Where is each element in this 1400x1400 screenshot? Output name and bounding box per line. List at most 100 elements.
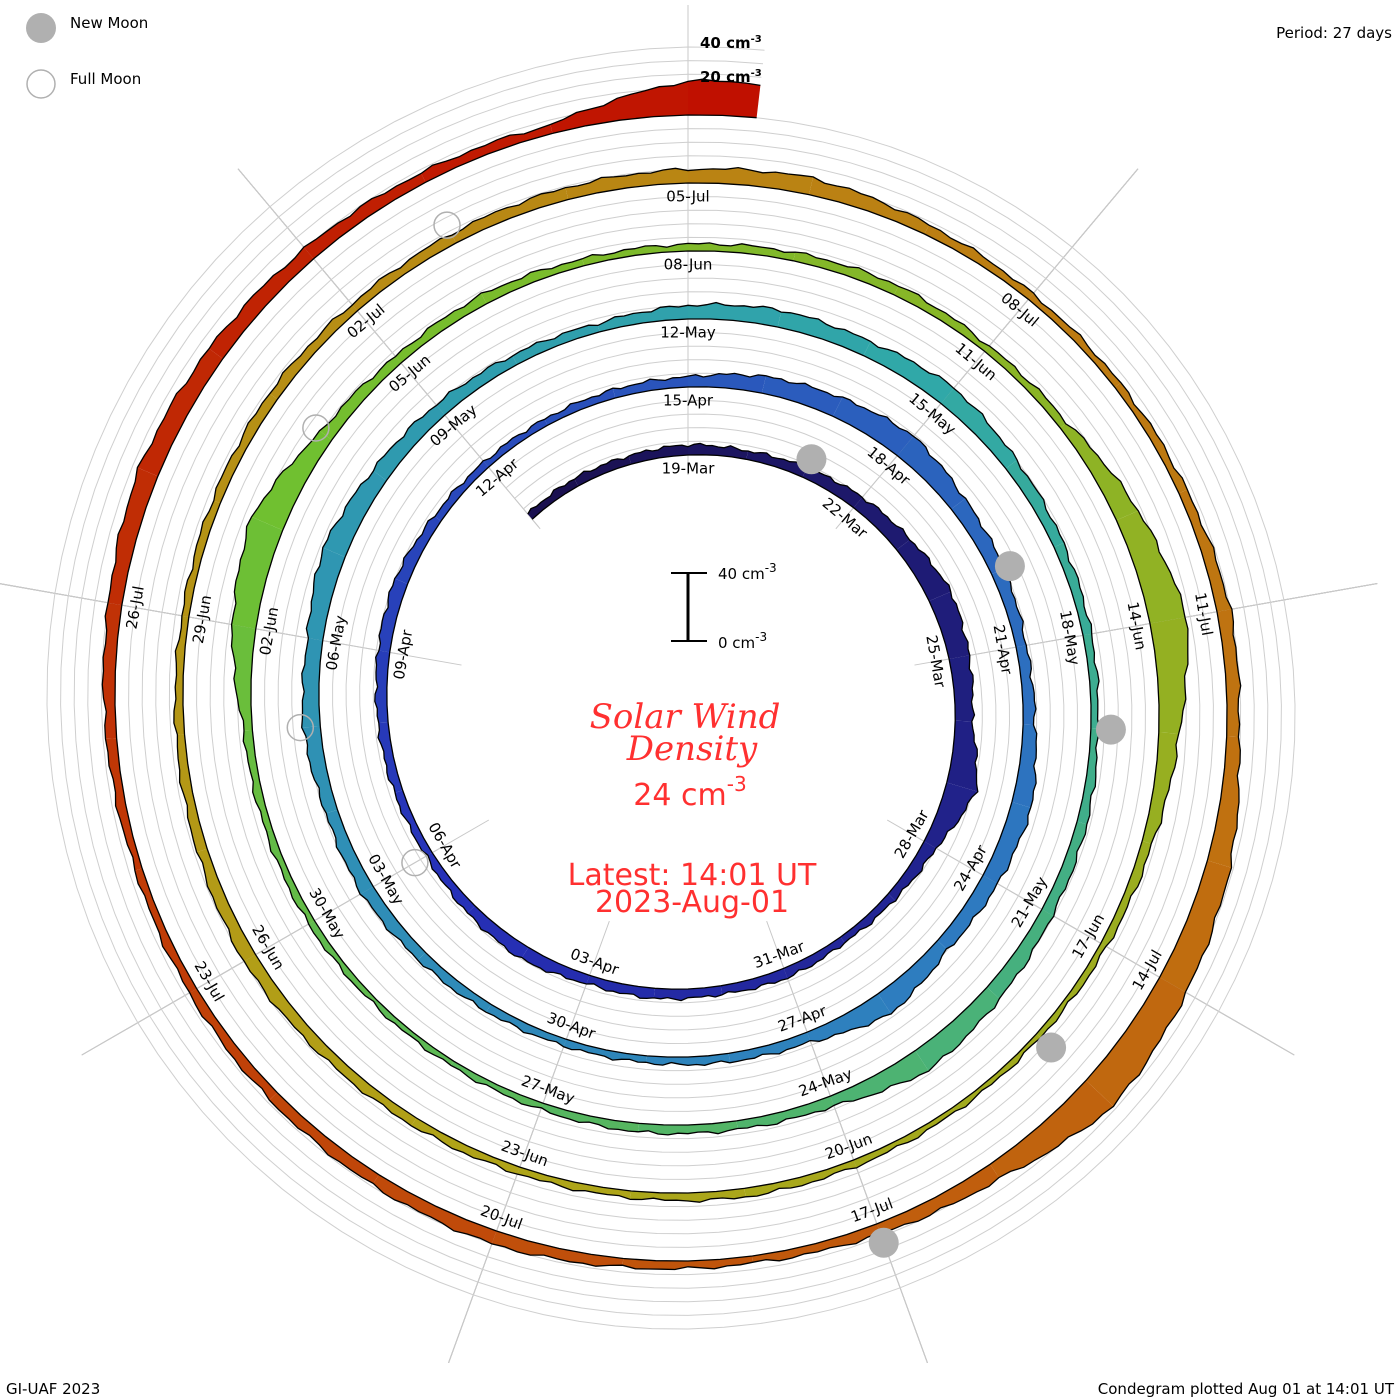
density-bar-day-46 [417, 952, 492, 1013]
density-bar-day-69 [736, 1096, 834, 1129]
latest-date: 2023-Aug-01 [595, 885, 789, 920]
density-bar-day-106 [213, 393, 278, 504]
density-bar-day-2 [629, 445, 688, 465]
density-bar-day-25 [394, 516, 441, 584]
density-bar-day-43 [646, 1053, 730, 1066]
density-bar-day-49 [301, 726, 338, 814]
density-bar-day-113 [924, 225, 1034, 300]
density-bar-day-13 [840, 893, 896, 943]
density-bar-day-108 [352, 235, 456, 311]
density-bar-day-28 [544, 388, 616, 426]
density-bar-day-114 [1028, 293, 1121, 388]
new-moon-icon [1036, 1032, 1067, 1063]
density-bar-day-73 [373, 999, 454, 1066]
density-bar-day-17 [586, 975, 655, 999]
density-bar-day-80 [319, 356, 401, 440]
date-label: 15-Apr [663, 392, 714, 410]
new-moon-icon [868, 1227, 899, 1258]
density-bar-day-14 [783, 937, 845, 979]
density-bar-day-11 [924, 782, 978, 849]
density-bar-day-89 [1116, 510, 1185, 624]
density-bar-day-29 [612, 376, 688, 398]
radial-spoke [237, 168, 365, 319]
density-bar-day-116 [1178, 489, 1232, 612]
density-bar-day-52 [322, 470, 387, 558]
full-moon-icon [302, 414, 330, 442]
scale-bottom-label: 0 cm-3 [718, 630, 767, 652]
moon-markers [286, 211, 1126, 1258]
density-bar-day-47 [360, 886, 426, 961]
density-bar-day-60 [941, 388, 1018, 469]
density-bar-day-0 [527, 479, 579, 520]
density-bar-day-137 [550, 81, 688, 134]
radial-spoke [1021, 168, 1139, 308]
density-bar-day-62 [1054, 542, 1092, 636]
density-bar-day-120 [1086, 977, 1186, 1107]
density-bar-day-23 [374, 650, 390, 723]
density-bar-day-30 [688, 373, 766, 394]
density-bar-day-32 [833, 397, 914, 456]
density-bar-day-110 [565, 168, 688, 200]
date-label: 29-Jun [189, 594, 215, 645]
density-bar-day-39 [937, 875, 998, 949]
density-bar-day-27 [483, 419, 548, 468]
density-bar-day-87 [984, 345, 1066, 428]
legend-full-moon-label: Full Moon [70, 70, 142, 88]
density-bar-day-131 [102, 602, 122, 739]
density-bar-day-132 [108, 467, 158, 606]
density-bar-day-68 [830, 1050, 929, 1106]
new-moon-icon [994, 551, 1025, 582]
latest-time: Latest: 14:01 UT [568, 858, 817, 893]
scale-top-label: 40 cm-3 [718, 561, 777, 583]
density-bar-day-66 [987, 909, 1054, 999]
density-bar-day-4 [746, 451, 807, 478]
density-bar-day-65 [1041, 821, 1087, 917]
date-label: 08-Jun [664, 256, 713, 274]
density-bar-day-100 [318, 1045, 417, 1126]
density-bar-day-109 [452, 187, 569, 243]
density-bar-day-78 [231, 516, 283, 629]
density-bar-day-34 [951, 498, 1003, 575]
density-bar-day-70 [638, 1120, 738, 1135]
density-bar-day-59 [863, 341, 954, 404]
density-bar-day-21 [395, 790, 433, 856]
density-bar-day-99 [411, 1118, 520, 1175]
date-label: 11-Jul [1191, 591, 1216, 637]
density-bar-day-115 [1114, 382, 1188, 494]
density-bar-day-107 [269, 305, 358, 400]
spiral-gridline [87, 87, 1255, 1289]
density-bar-day-53 [373, 405, 445, 481]
density-bar-day-35 [991, 569, 1027, 648]
density-bar-day-79 [251, 430, 332, 531]
outer-scale-20: 20 cm-3 [700, 68, 762, 86]
date-label: 11-Jun [952, 339, 1001, 384]
spiral-gridline [100, 100, 1242, 1276]
new-moon-legend-icon [26, 13, 56, 43]
density-bar-day-127 [269, 1092, 379, 1184]
density-bar-day-55 [512, 325, 600, 365]
density-bar-day-33 [897, 436, 966, 510]
density-bar-day-92 [1100, 841, 1152, 947]
density-bar-day-24 [379, 578, 408, 653]
density-bar-day-5 [802, 469, 863, 508]
date-label: 26-Jul [123, 585, 148, 631]
density-bar-day-117 [1217, 609, 1241, 738]
spiral-baseline [114, 114, 1228, 1262]
footer-credit: GI-UAF 2023 [6, 1380, 101, 1398]
density-outline [101, 78, 1242, 1271]
density-bar-day-31 [761, 375, 843, 417]
current-value: 24 cm-3 [633, 772, 746, 813]
density-bar-day-124 [622, 1256, 754, 1270]
spiral-gridlines [46, 46, 1296, 1330]
full-moon-icon [286, 713, 315, 742]
density-bar-day-41 [807, 993, 892, 1042]
density-bar-day-91 [1142, 732, 1179, 844]
density-bar-day-67 [915, 987, 1000, 1072]
density-bar-day-85 [793, 252, 899, 295]
density-bar-day-86 [894, 286, 990, 352]
scale-bar: 40 cm-3 0 cm-3 [671, 561, 777, 652]
new-moon-icon [796, 444, 827, 475]
density-bar-day-138 [688, 79, 761, 118]
chart-title-line2: Density [626, 729, 758, 769]
